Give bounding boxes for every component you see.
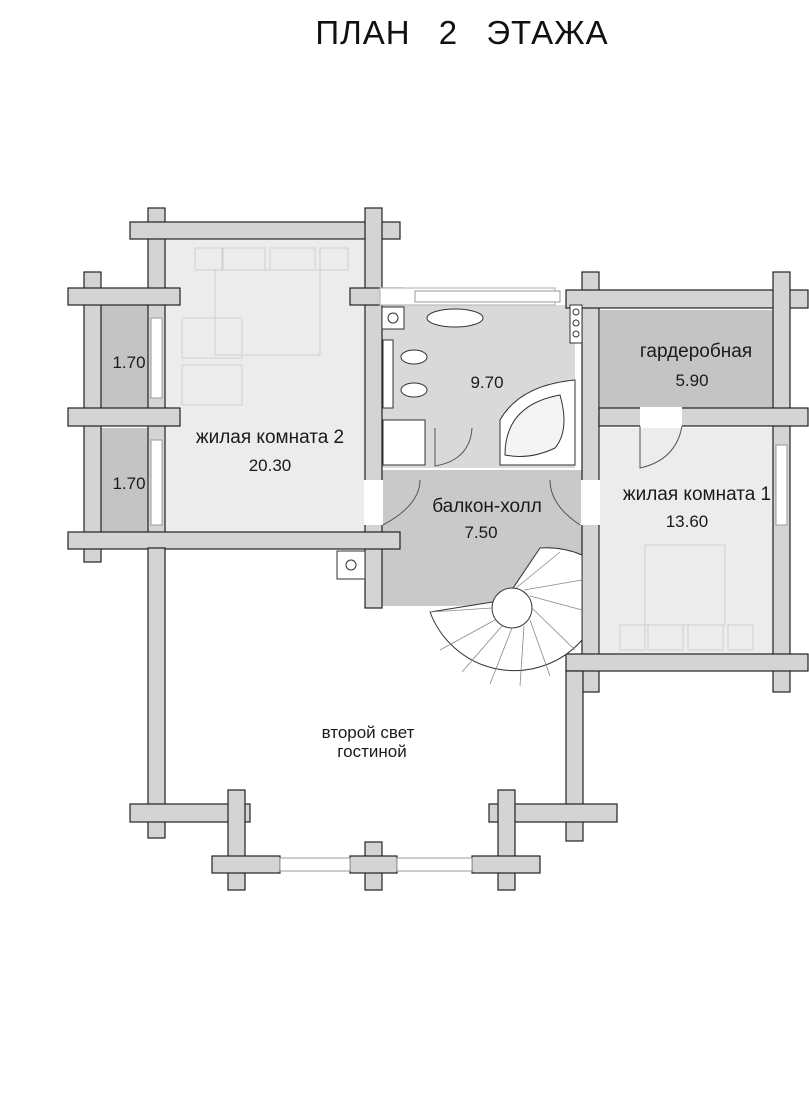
wardrobe-floor (600, 310, 773, 408)
room-2-floor (165, 240, 365, 532)
bed-room-2 (181, 247, 349, 406)
second-light-line1: второй свет (322, 723, 415, 742)
balcony-hall-name: балкон-холл (432, 496, 542, 517)
closet-bottom-floor (100, 428, 155, 532)
spiral-staircase (429, 547, 583, 687)
room-2-name: жилая комната 2 (196, 427, 344, 448)
shower (382, 419, 426, 466)
bidet (400, 382, 428, 398)
closet-bottom-area: 1.70 (112, 474, 145, 493)
toilet (400, 349, 428, 365)
room-1-floor (600, 428, 773, 654)
closet-top-area: 1.70 (112, 353, 145, 372)
sink (426, 308, 484, 328)
bathroom-fixtures (336, 306, 576, 580)
room-1-name: жилая комната 1 (623, 484, 771, 505)
second-light-line2: гостиной (337, 742, 406, 761)
bed-room-1 (619, 544, 754, 651)
wardrobe-shelves (569, 304, 583, 344)
door-openings (364, 407, 682, 525)
room-1-area: 13.60 (666, 512, 709, 531)
windows (150, 290, 788, 872)
closet-top-floor (100, 305, 155, 408)
door-swings (382, 425, 683, 526)
plan-title: ПЛАН 2 ЭТАЖА (315, 14, 609, 51)
balcony-hall-area: 7.50 (464, 523, 497, 542)
bathroom-area: 9.70 (470, 373, 503, 392)
wardrobe-area: 5.90 (675, 371, 708, 390)
room-labels: 1.70 1.70 жилая комната 2 20.30 9.70 гар… (112, 341, 771, 761)
wardrobe-name: гардеробная (640, 341, 752, 362)
room-2-area: 20.30 (249, 456, 292, 475)
